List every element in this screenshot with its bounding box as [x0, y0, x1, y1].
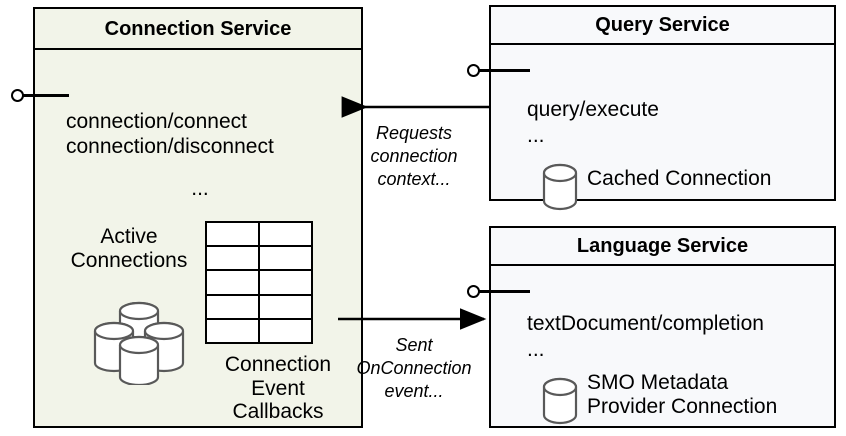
lollipop-stem-icon [23, 94, 69, 97]
language-service-api-ellipsis: ... [527, 338, 545, 361]
language-service-api-item: textDocument/completion [527, 312, 764, 335]
grid-cell [260, 247, 311, 270]
connection-event-callbacks-label: Connection Event Callbacks [198, 353, 358, 424]
grid-cell [207, 247, 258, 270]
lollipop-stem-icon [479, 290, 530, 293]
query-service-api-ellipsis: ... [527, 124, 545, 147]
smo-label-line1: SMO Metadata [587, 371, 729, 394]
callbacks-label-line3: Callbacks [232, 400, 324, 424]
active-connections-label-line2: Connections [70, 248, 188, 272]
grid-cell [207, 319, 258, 342]
callbacks-label-line2: Event [251, 376, 305, 400]
grid-cell [260, 319, 311, 342]
grid-cell [260, 223, 311, 246]
arrow-label-sent-onconnection-event: Sent OnConnection event... [348, 334, 480, 403]
database-cylinder-icon [542, 377, 578, 425]
arrow-label-line2: OnConnection [356, 358, 472, 379]
smo-metadata-provider-connection-label: SMO Metadata Provider Connection [587, 371, 827, 418]
arrow-label-requests-connection-context: Requests connection context... [350, 122, 478, 191]
connection-service-api-ellipsis: ... [191, 177, 209, 200]
lollipop-stem-icon [479, 69, 530, 72]
cached-connection-label: Cached Connection [587, 167, 772, 190]
connection-service-body: connection/connect connection/disconnect… [35, 50, 361, 426]
language-service-body: textDocument/completion ... SMO Metadata… [491, 266, 834, 426]
api-item-connection-connect: connection/connect [66, 110, 247, 133]
language-service-title: Language Service [491, 228, 834, 266]
api-item-connection-disconnect: connection/disconnect [66, 134, 274, 158]
query-service-title: Query Service [491, 7, 834, 45]
arrow-sent-onconnection-event [338, 308, 487, 330]
smo-label-line2: Provider Connection [587, 394, 778, 418]
component-query-service[interactable]: Query Service query/execute ... Cached C… [489, 5, 836, 211]
arrow-label-line3: event... [384, 381, 444, 402]
grid-cell [207, 271, 258, 294]
connection-service-title: Connection Service [35, 9, 361, 50]
connection-service-api-list: connection/connect connection/disconnect [66, 110, 274, 160]
callbacks-label-line1: Connection [224, 353, 332, 376]
grid-cell [207, 223, 258, 246]
arrow-label-line1: Sent [395, 335, 433, 355]
component-language-service[interactable]: Language Service textDocument/completion… [489, 226, 836, 428]
query-service-body: query/execute ... Cached Connection [491, 45, 834, 211]
arrow-label-line2: connection [370, 146, 458, 167]
arrow-requests-connection-context [341, 96, 489, 118]
active-connections-label: Active Connections [49, 225, 209, 272]
grid-cell [260, 295, 311, 318]
grid-cell [207, 295, 258, 318]
connection-event-callbacks-grid [205, 221, 313, 344]
arrow-label-line1: Requests [375, 123, 453, 143]
query-service-api-item: query/execute [527, 98, 659, 121]
grid-cell [260, 271, 311, 294]
database-cluster-icon [93, 301, 185, 385]
active-connections-label-line1: Active [100, 225, 158, 248]
arrow-label-line3: context... [377, 169, 451, 190]
component-connection-service[interactable]: Connection Service connection/connect co… [33, 7, 363, 428]
database-cylinder-icon [542, 163, 578, 211]
